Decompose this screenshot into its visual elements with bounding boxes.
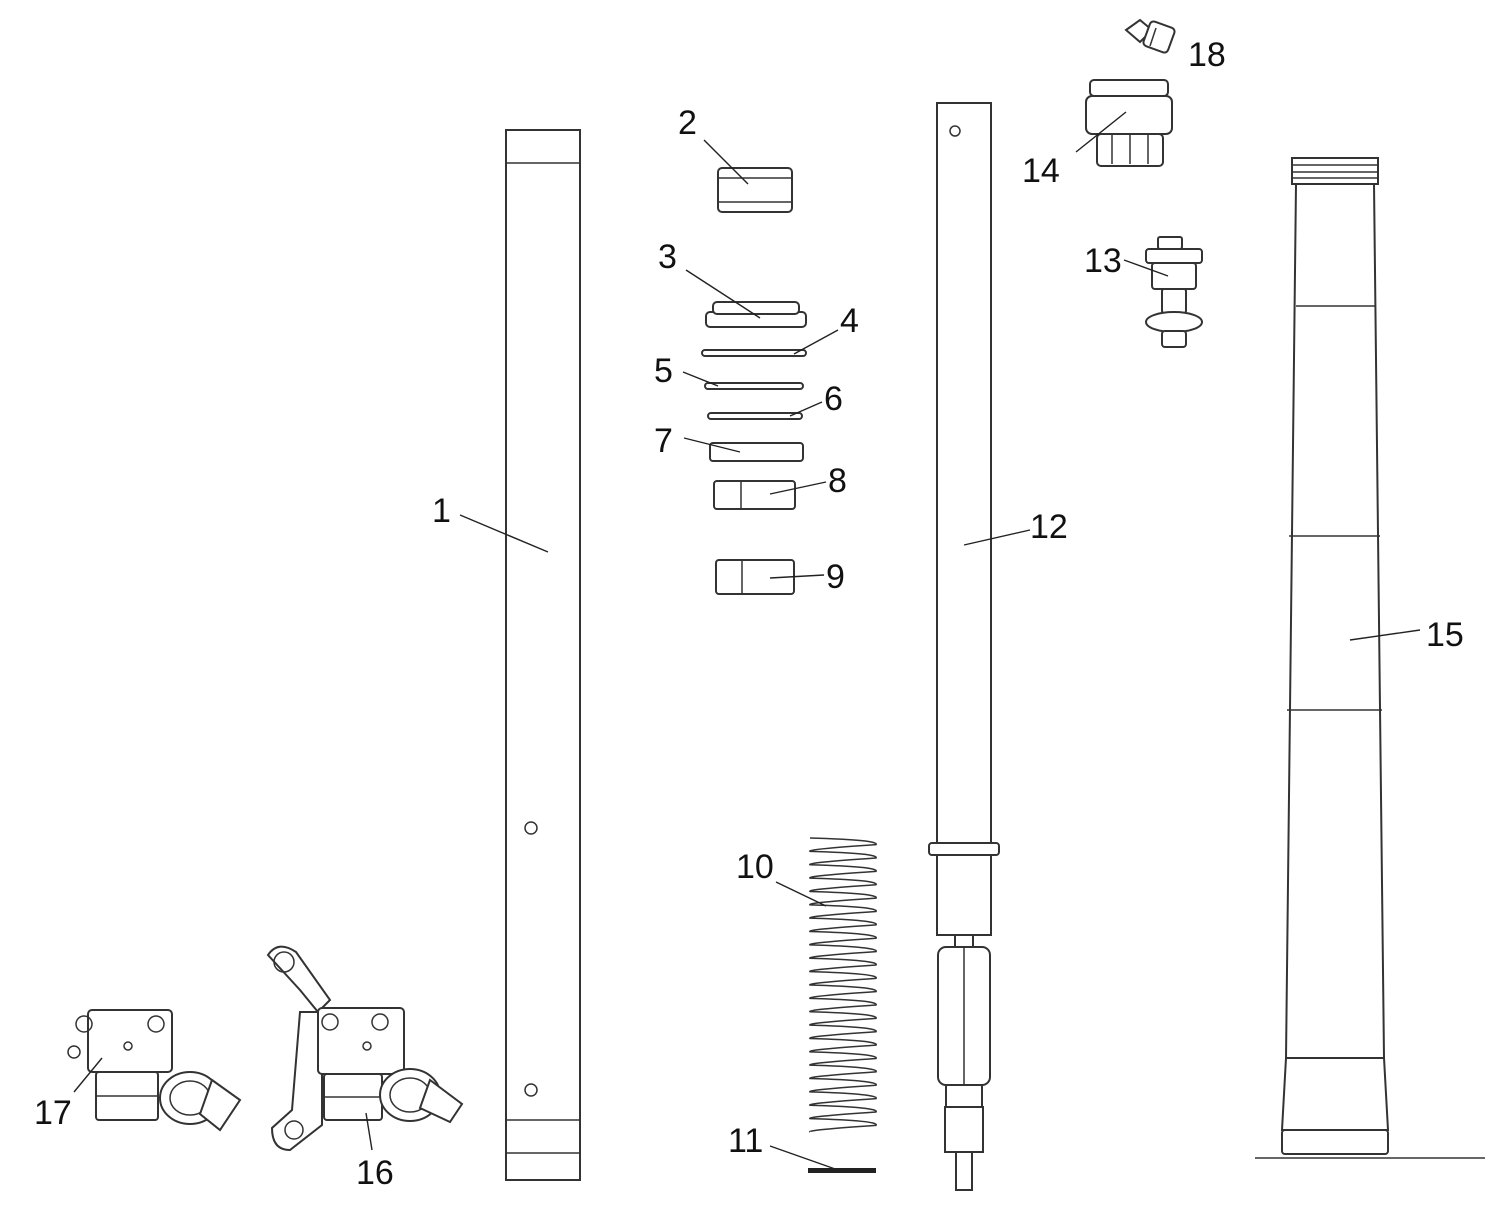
part-16-caliper-mount xyxy=(266,945,464,1152)
part-4-ring xyxy=(701,329,839,357)
callout-7: 7 xyxy=(654,422,673,460)
part-2-bushing xyxy=(703,139,793,213)
callout-12: 12 xyxy=(1030,508,1068,546)
callout-18: 18 xyxy=(1188,36,1226,74)
part-8-bushing xyxy=(713,480,827,510)
part-12-damper-rod xyxy=(928,102,1031,1191)
part-10-spring xyxy=(775,837,877,1133)
callout-6: 6 xyxy=(824,380,843,418)
callout-2: 2 xyxy=(678,104,697,142)
part-5-ring xyxy=(682,371,804,390)
callout-1: 1 xyxy=(432,492,451,530)
callout-13: 13 xyxy=(1084,242,1122,280)
callout-10: 10 xyxy=(736,848,774,886)
callout-16: 16 xyxy=(356,1154,394,1192)
callout-11: 11 xyxy=(728,1122,763,1160)
part-17-caliper-mount xyxy=(67,1009,242,1132)
part-13-valve xyxy=(1123,236,1203,348)
callout-9: 9 xyxy=(826,558,845,596)
part-18-bleed-screw xyxy=(1124,18,1176,54)
part-1-fork-tube xyxy=(459,129,581,1181)
part-9-bushing xyxy=(715,559,825,595)
part-6-ring xyxy=(707,401,823,420)
callout-4: 4 xyxy=(840,302,859,340)
part-15-inner-tube xyxy=(1255,157,1485,1159)
part-14-top-cap xyxy=(1075,79,1173,167)
callout-15: 15 xyxy=(1426,616,1464,654)
part-7-washer xyxy=(683,437,804,462)
callout-17: 17 xyxy=(34,1094,72,1132)
callout-8: 8 xyxy=(828,462,847,500)
callout-3: 3 xyxy=(658,238,677,276)
callout-5: 5 xyxy=(654,352,673,390)
callout-14: 14 xyxy=(1022,152,1060,190)
part-3-seal xyxy=(685,269,807,328)
part-11-spacer xyxy=(769,1145,876,1173)
